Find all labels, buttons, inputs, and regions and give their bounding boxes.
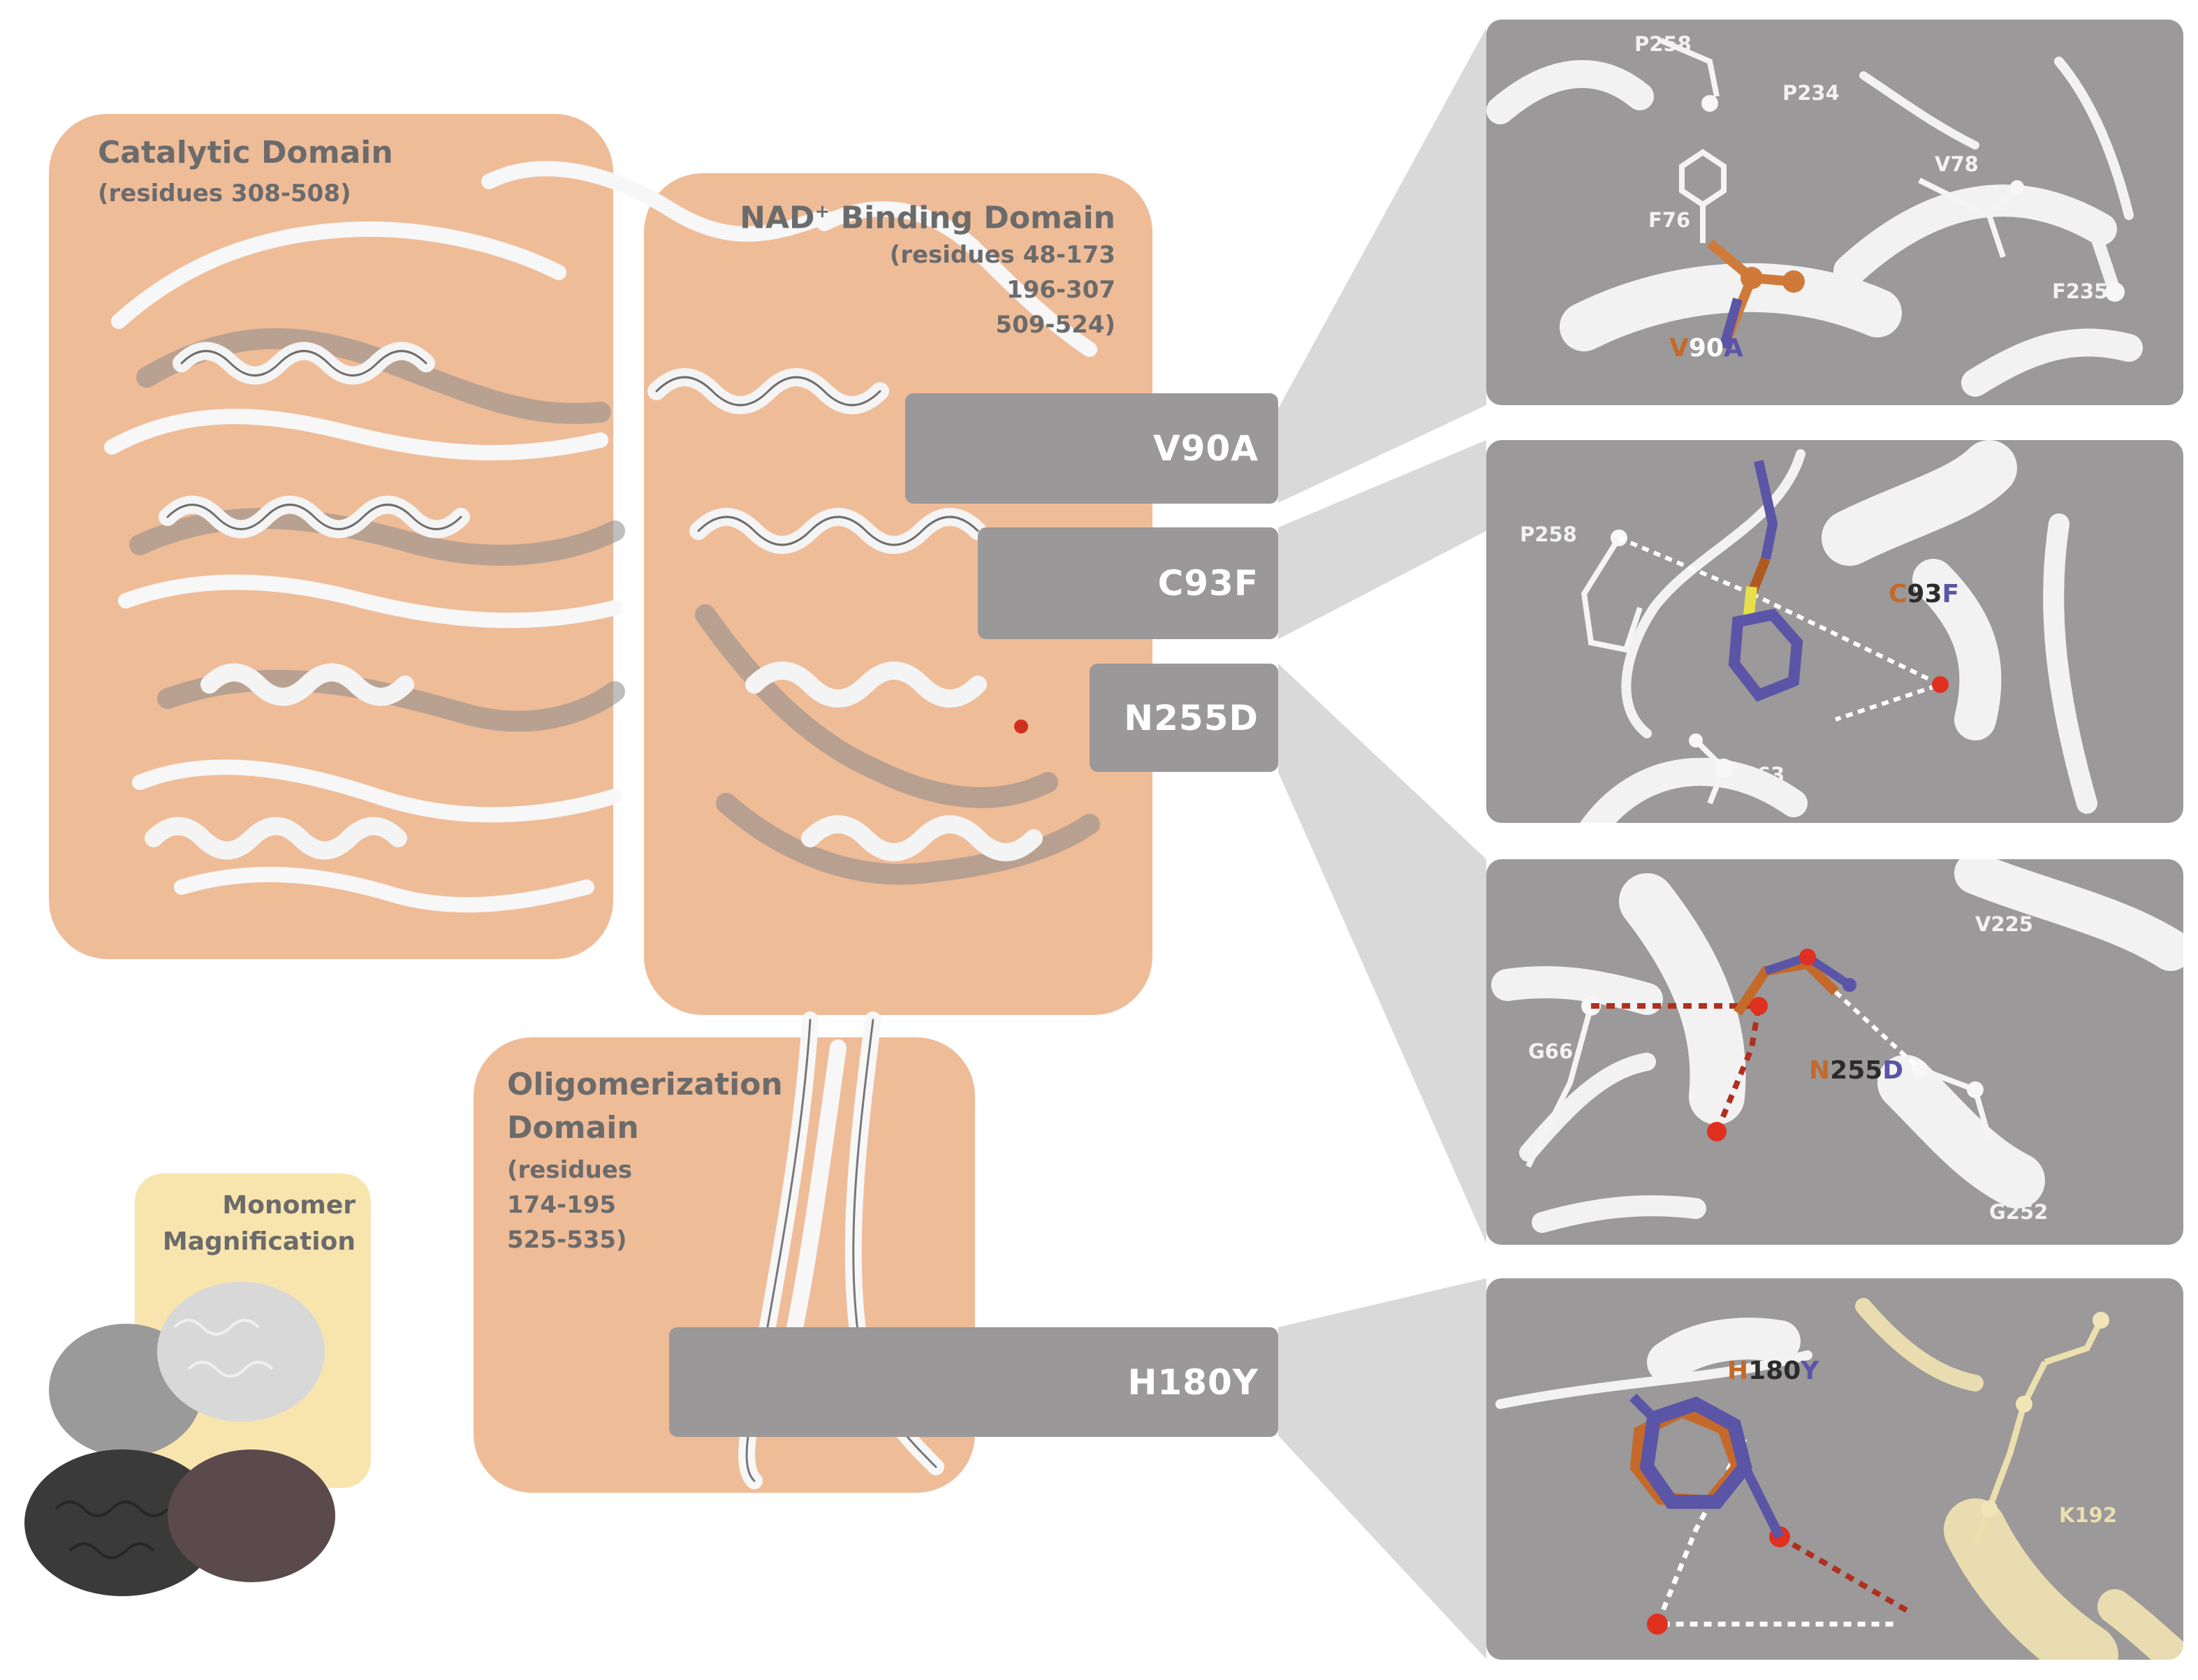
connector-n255d	[1278, 664, 1486, 1243]
mutation-annotation-h180y: H180Y	[1727, 1357, 1819, 1385]
residue-label: P258	[1634, 32, 1692, 56]
mutant-residue: A	[1723, 334, 1743, 363]
nad-binding-domain-title: NAD+ Binding Domain	[740, 190, 1115, 240]
nad-residues-2: 196-307	[1006, 276, 1115, 304]
panel-n255d-art	[1491, 859, 2183, 1233]
mutation-label-text: V90A	[1153, 428, 1259, 469]
residue-label: V225	[1975, 912, 2033, 936]
zoom-panel-n255d: V225 G66 G252 N255D	[1486, 859, 2183, 1245]
connector-c93f	[1278, 440, 1486, 639]
mutation-label-text: C93F	[1157, 563, 1259, 604]
mutant-residue: D	[1882, 1056, 1904, 1085]
mutation-annotation-n255d: N255D	[1809, 1056, 1903, 1085]
mutation-annotation-c93f: C93F	[1889, 580, 1959, 608]
monomer-label-2: Magnification	[162, 1227, 356, 1256]
residue-label: P234	[1782, 81, 1840, 105]
wild-type-residue: C	[1889, 580, 1907, 608]
residue-number: 180	[1748, 1357, 1801, 1385]
oligomerization-title-2: Domain	[507, 1110, 639, 1146]
residue-number: 90	[1688, 334, 1724, 363]
nad-title-suffix: Binding Domain	[830, 200, 1115, 236]
mutant-residue: Y	[1801, 1357, 1819, 1385]
mutation-label-text: H180Y	[1127, 1361, 1259, 1403]
panel-c93f-art	[1580, 440, 2097, 823]
connector-h180y	[1278, 1278, 1486, 1659]
panel-h180y-art	[1495, 1298, 2183, 1660]
mutation-label-c93f: C93F	[978, 527, 1278, 639]
residue-label: P258	[1520, 523, 1577, 546]
oligomer-thumbnail	[24, 1282, 335, 1596]
catalytic-domain-residues: (residues 308-508)	[98, 180, 351, 207]
monomer-label-1: Monomer	[222, 1191, 356, 1220]
oligomer-residues-3: 525-535)	[507, 1226, 627, 1254]
wild-type-residue: V	[1669, 334, 1689, 363]
zoom-panel-c93f: P258 S63 C93F	[1486, 440, 2183, 823]
wild-type-residue: N	[1809, 1056, 1831, 1085]
mutation-label-h180y: H180Y	[669, 1327, 1278, 1437]
mutation-annotation-v90a: V90A	[1669, 334, 1743, 363]
residue-label: G66	[1528, 1039, 1574, 1063]
connector-v90a	[1278, 28, 1486, 503]
wild-type-residue: H	[1727, 1357, 1749, 1385]
mutant-residue: F	[1942, 580, 1960, 608]
zoom-panel-v90a: P258 P234 V78 F76 F235 V90A	[1486, 20, 2183, 405]
catalytic-domain-title: Catalytic Domain	[98, 135, 393, 170]
nad-title-prefix: NAD	[740, 200, 815, 236]
residue-label: F76	[1648, 208, 1691, 232]
oligomerization-title-1: Oligomerization	[507, 1067, 783, 1102]
residue-label: F235	[2052, 279, 2109, 303]
zoom-panel-h180y: K192 H180Y	[1486, 1278, 2183, 1660]
nad-residues-1: (residues 48-173	[889, 241, 1115, 269]
mutation-label-text: N255D	[1124, 697, 1259, 738]
oligomer-residues-2: 174-195	[507, 1191, 617, 1219]
nad-residues-3: 509-524)	[995, 311, 1115, 339]
residue-label: S63	[1742, 763, 1785, 787]
residue-number: 255	[1830, 1056, 1883, 1085]
oligomer-residues-1: (residues	[507, 1156, 633, 1184]
residue-label: K192	[2059, 1503, 2118, 1527]
residue-label: V78	[1935, 152, 1979, 176]
nad-title-sup: +	[814, 201, 830, 222]
mutation-label-v90a: V90A	[905, 393, 1278, 504]
mutation-label-n255d: N255D	[1090, 664, 1278, 772]
residue-number: 93	[1907, 580, 1942, 608]
residue-label: G252	[1989, 1200, 2049, 1224]
panel-v90a-art	[1486, 38, 2143, 397]
